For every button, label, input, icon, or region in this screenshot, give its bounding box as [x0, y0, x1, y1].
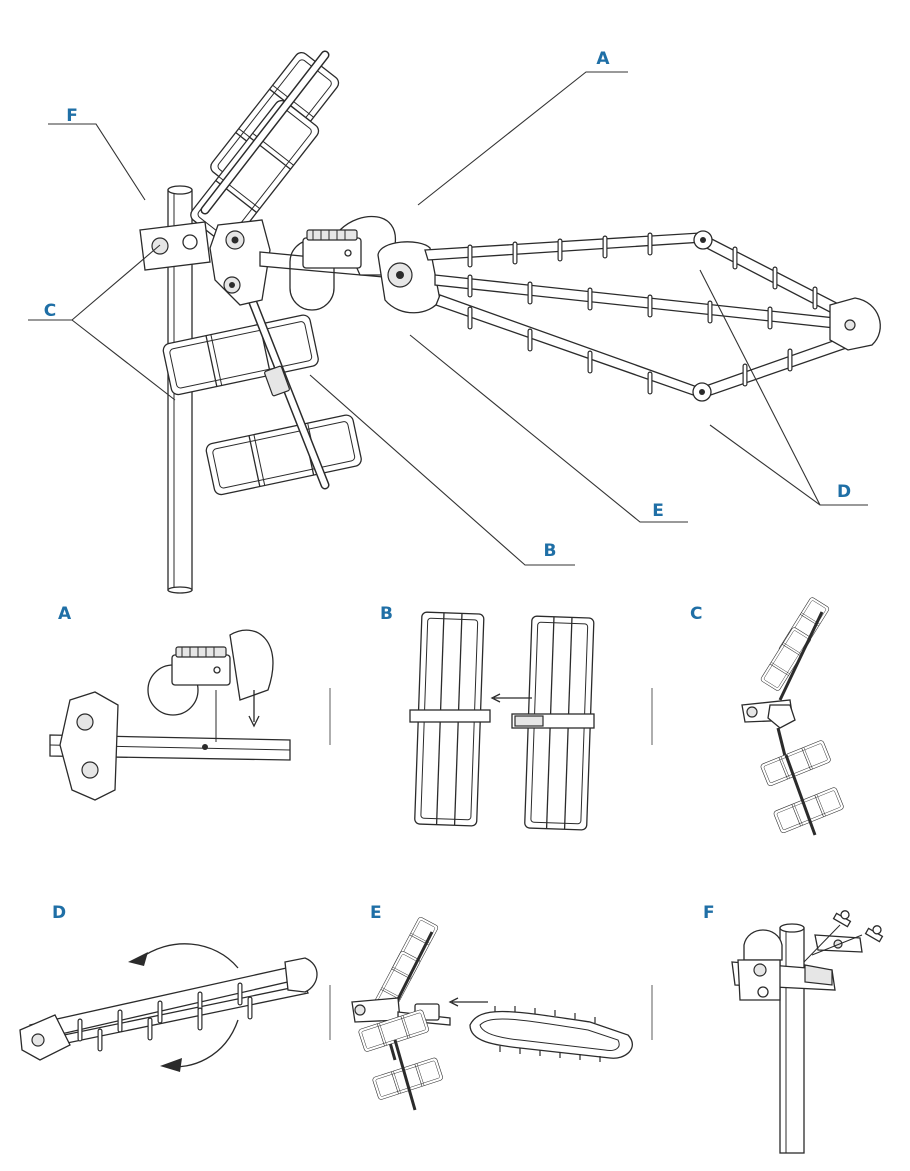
step-separators [329, 688, 653, 1040]
callout-d: D [837, 482, 851, 502]
step-f-label: F [703, 903, 715, 923]
step-e-illustration [351, 916, 633, 1111]
step-a-label: A [58, 604, 72, 624]
step-f-illustration [731, 910, 884, 1154]
callout-c: C [44, 301, 56, 321]
step-b-label: B [380, 604, 393, 624]
mast-clamp [139, 221, 211, 271]
central-hub [209, 219, 271, 306]
step-c-illustration [741, 596, 845, 836]
callout-a: A [596, 49, 610, 69]
step-b-illustration [409, 611, 595, 831]
step-d-illustration [19, 943, 318, 1072]
step-c-label: C [690, 604, 702, 624]
main-assembly: A F C B E D [28, 49, 881, 594]
upper-dipole-panels [187, 49, 342, 249]
callout-leaders [28, 71, 868, 566]
step-d-label: D [52, 903, 66, 923]
callout-f: F [66, 106, 78, 126]
yagi-director-array [377, 230, 881, 402]
step-a-illustration [49, 629, 291, 801]
callout-b: B [544, 541, 557, 561]
lower-dipole-panels [161, 285, 364, 497]
callout-e: E [652, 501, 664, 521]
step-e-label: E [370, 903, 382, 923]
